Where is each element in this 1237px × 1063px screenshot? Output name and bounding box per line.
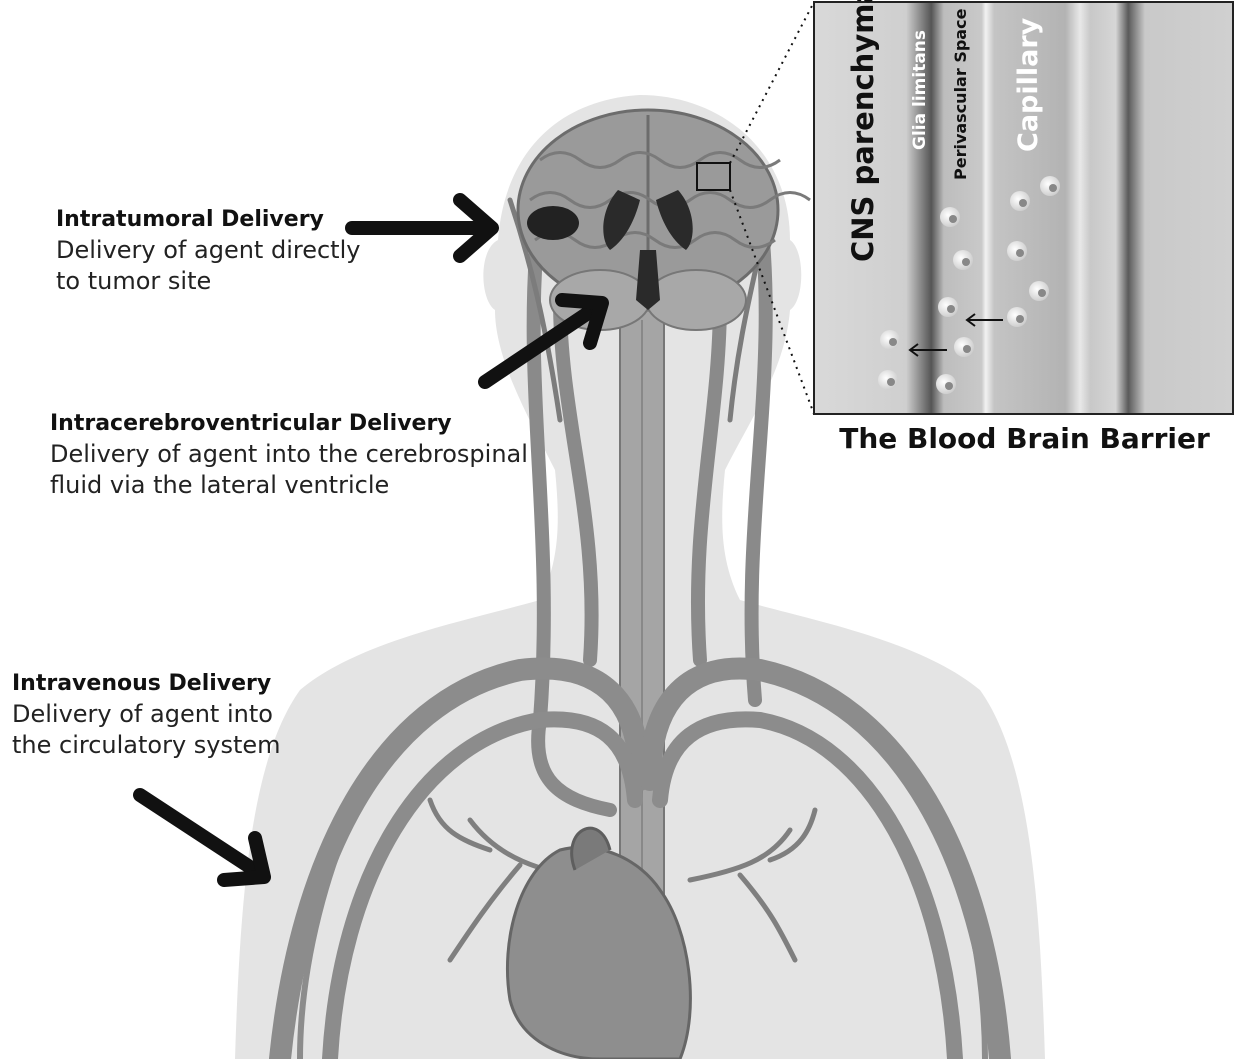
intracerebroventricular-description: Delivery of agent into the cerebrospinal… xyxy=(50,439,550,501)
intravenous-arrow xyxy=(140,795,264,880)
intravenous-description: Delivery of agent into the circulatory s… xyxy=(12,699,312,761)
intracerebroventricular-title: Intracerebroventricular Delivery xyxy=(50,410,550,439)
intracerebroventricular-label: Intracerebroventricular Delivery Deliver… xyxy=(50,410,550,501)
intravenous-title: Intravenous Delivery xyxy=(12,670,312,699)
inset-label-perivascular: Perivascular Space xyxy=(951,9,970,180)
inset-label-capillary: Capillary xyxy=(1013,18,1044,152)
inset-label-glia: Glia limitans xyxy=(910,30,930,150)
intratumoral-description: Delivery of agent directly to tumor site xyxy=(56,235,386,297)
intravenous-label: Intravenous Delivery Delivery of agent i… xyxy=(12,670,312,761)
inset-label-parenchyma: CNS parenchyma xyxy=(846,0,880,262)
tumor xyxy=(527,206,579,240)
intratumoral-title: Intratumoral Delivery xyxy=(56,206,386,235)
inset-title: The Blood Brain Barrier xyxy=(816,422,1233,455)
intratumoral-label: Intratumoral Delivery Delivery of agent … xyxy=(56,206,386,297)
